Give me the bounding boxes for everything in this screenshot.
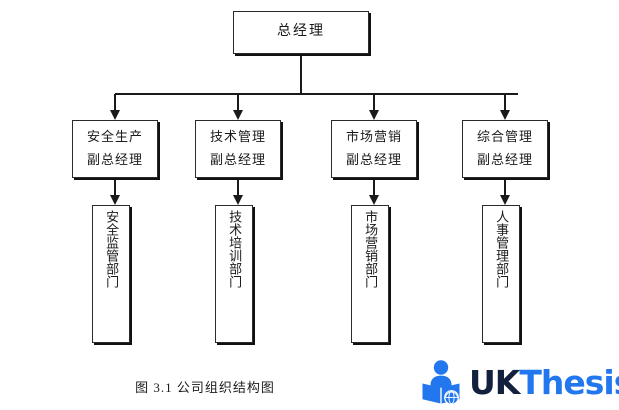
node-dept-technical-training-label: 技术培训部门: [227, 210, 243, 288]
ukthesis-wordmark-uk: UK: [469, 362, 520, 402]
arrowhead-vp4: [500, 110, 510, 120]
ukthesis-wordmark: UKThesis: [469, 366, 619, 399]
node-vp-safety-production[interactable]: 安全生产 副总经理: [72, 120, 158, 178]
node-vp-general-administration[interactable]: 综合管理 副总经理: [462, 120, 548, 178]
arrowhead-dept3: [369, 195, 379, 205]
node-vp-marketing-line1: 市场营销: [345, 129, 402, 145]
node-dept-technical-training[interactable]: 技术培训部门: [215, 205, 253, 343]
node-vp-safety-production-line1: 安全生产: [86, 129, 143, 145]
node-general-manager[interactable]: 总经理: [233, 11, 369, 54]
arrowhead-dept1: [110, 195, 120, 205]
node-general-manager-label: 总经理: [277, 24, 325, 40]
node-vp-safety-production-line2: 副总经理: [86, 152, 143, 167]
figure-caption: 图 3.1 公司组织结构图: [135, 380, 275, 395]
arrowhead-vp3: [369, 110, 379, 120]
arrowhead-dept2: [233, 195, 243, 205]
arrowhead-vp1: [110, 110, 120, 120]
arrowhead-vp2: [233, 110, 243, 120]
reader-book-globe-icon: [422, 360, 460, 405]
node-dept-safety-supervision-label: 安全监管部门: [104, 210, 120, 288]
node-dept-marketing[interactable]: 市场营销部门: [351, 205, 389, 343]
node-dept-human-resources[interactable]: 人事管理部门: [482, 205, 520, 343]
node-vp-technical-management-line2: 副总经理: [209, 152, 266, 167]
node-vp-general-administration-line1: 综合管理: [476, 129, 533, 145]
node-vp-general-administration-line2: 副总经理: [476, 152, 533, 167]
node-vp-marketing[interactable]: 市场营销 副总经理: [331, 120, 417, 178]
node-vp-marketing-line2: 副总经理: [345, 152, 402, 167]
node-dept-marketing-label: 市场营销部门: [363, 210, 379, 288]
node-vp-technical-management-line1: 技术管理: [209, 129, 266, 145]
node-vp-technical-management[interactable]: 技术管理 副总经理: [195, 120, 281, 178]
node-dept-safety-supervision[interactable]: 安全监管部门: [92, 205, 130, 343]
node-dept-human-resources-label: 人事管理部门: [494, 210, 510, 288]
ukthesis-watermark: UKThesis: [420, 357, 619, 407]
ukthesis-wordmark-thesis: Thesis: [519, 362, 619, 402]
arrowhead-dept4: [500, 195, 510, 205]
